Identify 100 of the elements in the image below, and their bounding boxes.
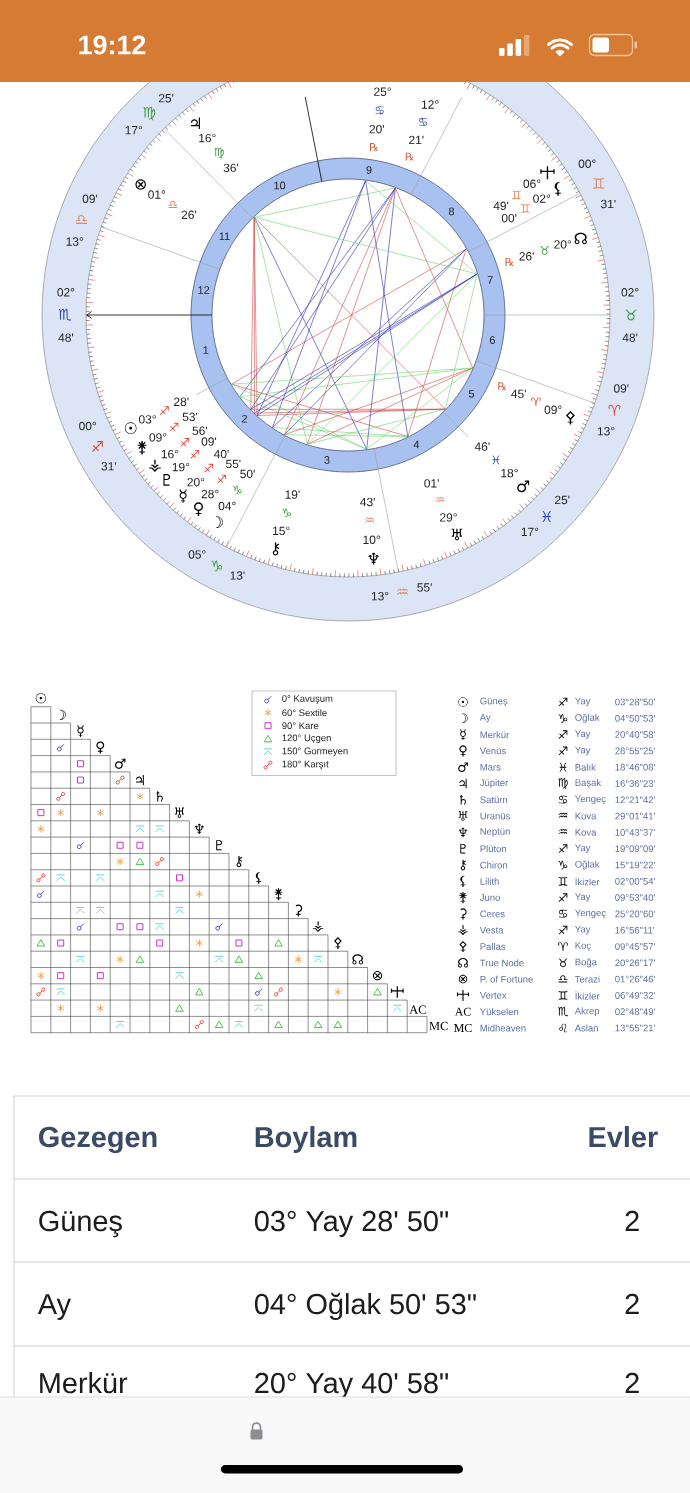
sign-glyph: ♒ [397, 588, 408, 595]
position-value: 04°50"53' [615, 714, 655, 722]
sign-glyph: ♒ [558, 812, 568, 818]
sign-name: Boğa [575, 958, 597, 968]
column-header: Boylam [255, 1126, 357, 1153]
degree-label: 12° [421, 100, 439, 109]
axis-label: AC [454, 1007, 471, 1016]
planet-glyph: ♃ [135, 774, 144, 786]
planet-glyph: ☽ [59, 709, 66, 720]
degree-label: 05° [188, 550, 206, 559]
sign-name: Terazi [575, 975, 600, 983]
minute-label: 26' [181, 210, 197, 220]
sign-glyph: ♓ [559, 762, 567, 772]
planet-glyph: ♅ [174, 807, 185, 818]
sign-name: Oğlak [575, 713, 600, 723]
degree-label: 25° [374, 87, 391, 96]
clock-time: 19:12 [79, 35, 146, 55]
house-number: 7 [487, 276, 493, 284]
position-value: 16°36"23' [615, 780, 655, 787]
planet-glyph: ☊ [458, 958, 468, 968]
planet-name: Vertex [479, 992, 507, 999]
sign-glyph: ♈ [531, 397, 541, 407]
planet-glyph: ⚴ [334, 937, 342, 950]
planet-glyph: ⚶ [458, 925, 468, 936]
planet-glyph: ♇ [216, 840, 222, 851]
position-value: 20°40"58' [615, 731, 655, 738]
planet-glyph: ⚶ [149, 459, 161, 472]
planet-name: Midheaven [480, 1024, 526, 1032]
position-value: 29°01"41' [615, 812, 655, 820]
planet-glyph: ☿ [460, 729, 466, 740]
house-number: 1 [203, 346, 209, 354]
legend-label: 120° Uçgen [282, 734, 331, 744]
planet-glyph: ⚶ [313, 921, 324, 933]
planet-glyph: ☽ [215, 516, 223, 528]
degree-label: 02° [533, 194, 551, 203]
degree-label: 20° [554, 240, 571, 249]
planet-glyph: ☉ [124, 422, 137, 434]
sign-glyph: ♏ [58, 308, 72, 322]
sign-glyph: ♑ [211, 560, 223, 572]
sign-glyph: ♊ [521, 204, 530, 213]
position-value: 28°55"25' [615, 747, 655, 755]
legend-label: 0° Kavuşum [282, 695, 333, 704]
minute-label: 48' [58, 333, 74, 342]
minute-label: 55' [226, 459, 241, 469]
minute-label: 28' [174, 397, 189, 407]
position-value: 02°48"49' [615, 1008, 655, 1016]
sign-glyph: ♌ [559, 1023, 567, 1033]
sign-glyph: ♉ [540, 246, 549, 255]
house-number: 6 [489, 336, 495, 344]
legend-label: 90° Kare [282, 722, 319, 730]
house-number: 2 [625, 1293, 639, 1314]
sign-glyph: ♓ [542, 511, 552, 522]
longitude-value: 20° Yay 40' 58" [255, 1372, 448, 1399]
retrograde-mark: ℞ [405, 152, 414, 161]
sign-name: Yay [575, 844, 591, 853]
sign-glyph: ♊ [593, 178, 604, 189]
longitude-value: 03° Yay 28' 50" [254, 1210, 448, 1237]
sign-name: Başak [575, 779, 602, 788]
minute-label: 46' [474, 442, 490, 451]
house-number: 12 [198, 286, 210, 294]
sign-name: Oğlak [575, 860, 600, 870]
minute-label: 09' [82, 194, 98, 203]
sign-glyph: ♊ [558, 876, 568, 886]
position-value: 19°09"09' [615, 845, 655, 853]
sign-name: Yay [575, 746, 591, 756]
position-value: 01°26"46' [615, 975, 655, 983]
planet-name: Ay [37, 1294, 71, 1320]
minute-label: 13' [230, 571, 245, 580]
sign-glyph: ♊ [558, 991, 568, 1000]
planet-glyph: ⊗ [458, 974, 468, 984]
minute-label: 50' [240, 469, 255, 479]
planet-name: Chiron [480, 861, 508, 869]
planet-glyph: ♇ [460, 843, 466, 854]
sign-name: Koç [575, 942, 591, 951]
sign-glyph: ♐ [91, 441, 103, 452]
degree-label: 17° [125, 125, 143, 135]
column-header: Gezegen [39, 1126, 157, 1154]
position-value: 02°00"54' [615, 877, 655, 885]
sign-name: Yengeç [575, 909, 606, 919]
planet-glyph: ⚸ [554, 182, 561, 196]
sign-glyph: ♑ [558, 713, 568, 723]
minute-label: 36' [223, 163, 239, 173]
minute-label: 49' [493, 201, 509, 211]
planet-glyph: ♄ [156, 791, 163, 802]
planet-name: Plüton [480, 845, 506, 853]
degree-label: 17° [521, 527, 539, 536]
planet-name: Uranüs [480, 812, 510, 820]
planet-glyph: ⚳ [460, 908, 467, 920]
house-number: 9 [366, 166, 372, 174]
sign-name: Yay [575, 730, 591, 739]
planet-glyph: ⚵ [274, 888, 283, 901]
minute-label: 09' [613, 384, 629, 393]
planet-glyph: ⚸ [255, 871, 262, 884]
house-number: 5 [468, 389, 475, 398]
minute-label: 55' [417, 583, 432, 592]
minute-label: 25' [555, 495, 570, 505]
minute-label: 00' [501, 213, 517, 223]
sign-glyph: ♐ [217, 474, 227, 484]
minute-label: 48' [622, 333, 638, 342]
position-value: 15°19"22' [615, 861, 655, 869]
